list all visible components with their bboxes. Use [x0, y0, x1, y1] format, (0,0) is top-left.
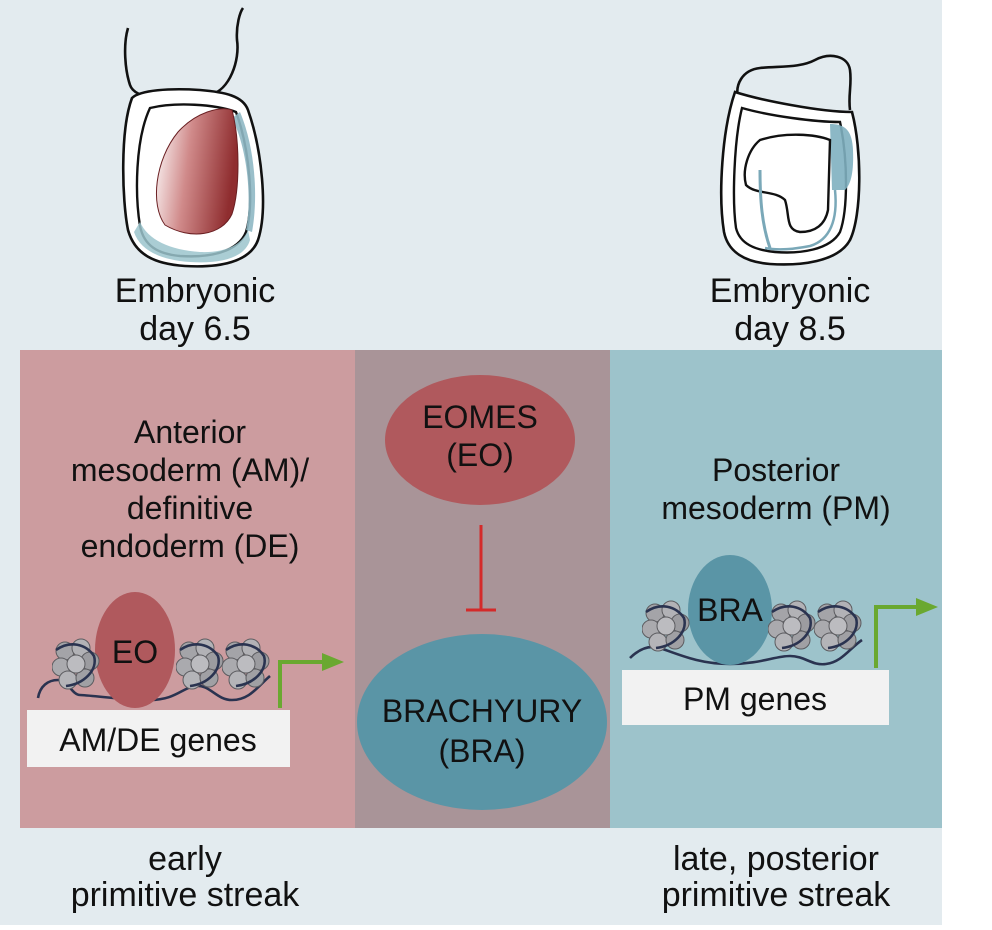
- am-de-genes-label: AM/DE genes: [59, 722, 256, 758]
- eomes-factor: [385, 375, 575, 505]
- bra-factor-on-chromatin: [688, 555, 772, 665]
- right-arrowhead-icon: [916, 598, 938, 616]
- am-de-genes-box: [27, 710, 290, 767]
- right-panel-title-line2: mesoderm (PM): [661, 490, 890, 526]
- left-activation-arrow-icon: [278, 660, 326, 708]
- bra-factor-label: BRA: [697, 592, 763, 628]
- left-panel-title-line2: mesoderm (AM)/: [71, 452, 309, 488]
- pm-genes-label: PM genes: [683, 681, 827, 717]
- right-panel-background: [610, 350, 942, 828]
- left-chromatin: EO: [36, 592, 344, 708]
- left-panel-title-line1: Anterior: [134, 414, 246, 450]
- late-streak-caption-line2: primitive streak: [662, 876, 892, 914]
- day-8-5-caption-line2: day 8.5: [734, 310, 846, 348]
- eomes-label-line1: EOMES: [422, 399, 538, 435]
- day-6-5-caption-line2: day 6.5: [139, 310, 251, 348]
- right-chromatin: BRA: [629, 555, 938, 668]
- eo-factor-on-chromatin: [95, 592, 175, 708]
- embryo-day-8-5-illustration: [719, 54, 861, 266]
- brachyury-label-line2: (BRA): [438, 733, 525, 769]
- late-streak-caption-line1: late, posterior: [673, 840, 879, 878]
- right-panel-title-line1: Posterior: [712, 452, 840, 488]
- early-streak-caption-line1: early: [148, 840, 222, 878]
- left-panel-title-line3: definitive: [127, 490, 253, 526]
- left-arrowhead-icon: [322, 653, 344, 671]
- early-streak-caption-line2: primitive streak: [71, 876, 301, 914]
- right-activation-arrow-icon: [874, 605, 920, 668]
- pm-genes-box: [622, 670, 889, 725]
- day-6-5-caption-line1: Embryonic: [115, 272, 276, 310]
- eomes-label-line2: (EO): [446, 437, 514, 473]
- brachyury-factor: [357, 634, 607, 810]
- brachyury-label-line1: BRACHYURY: [382, 693, 582, 729]
- day-8-5-caption-line1: Embryonic: [710, 272, 871, 310]
- embryo-day-6-5-illustration: [121, 7, 265, 268]
- eo-factor-label: EO: [112, 634, 158, 670]
- left-panel-title-line4: endoderm (DE): [81, 528, 300, 564]
